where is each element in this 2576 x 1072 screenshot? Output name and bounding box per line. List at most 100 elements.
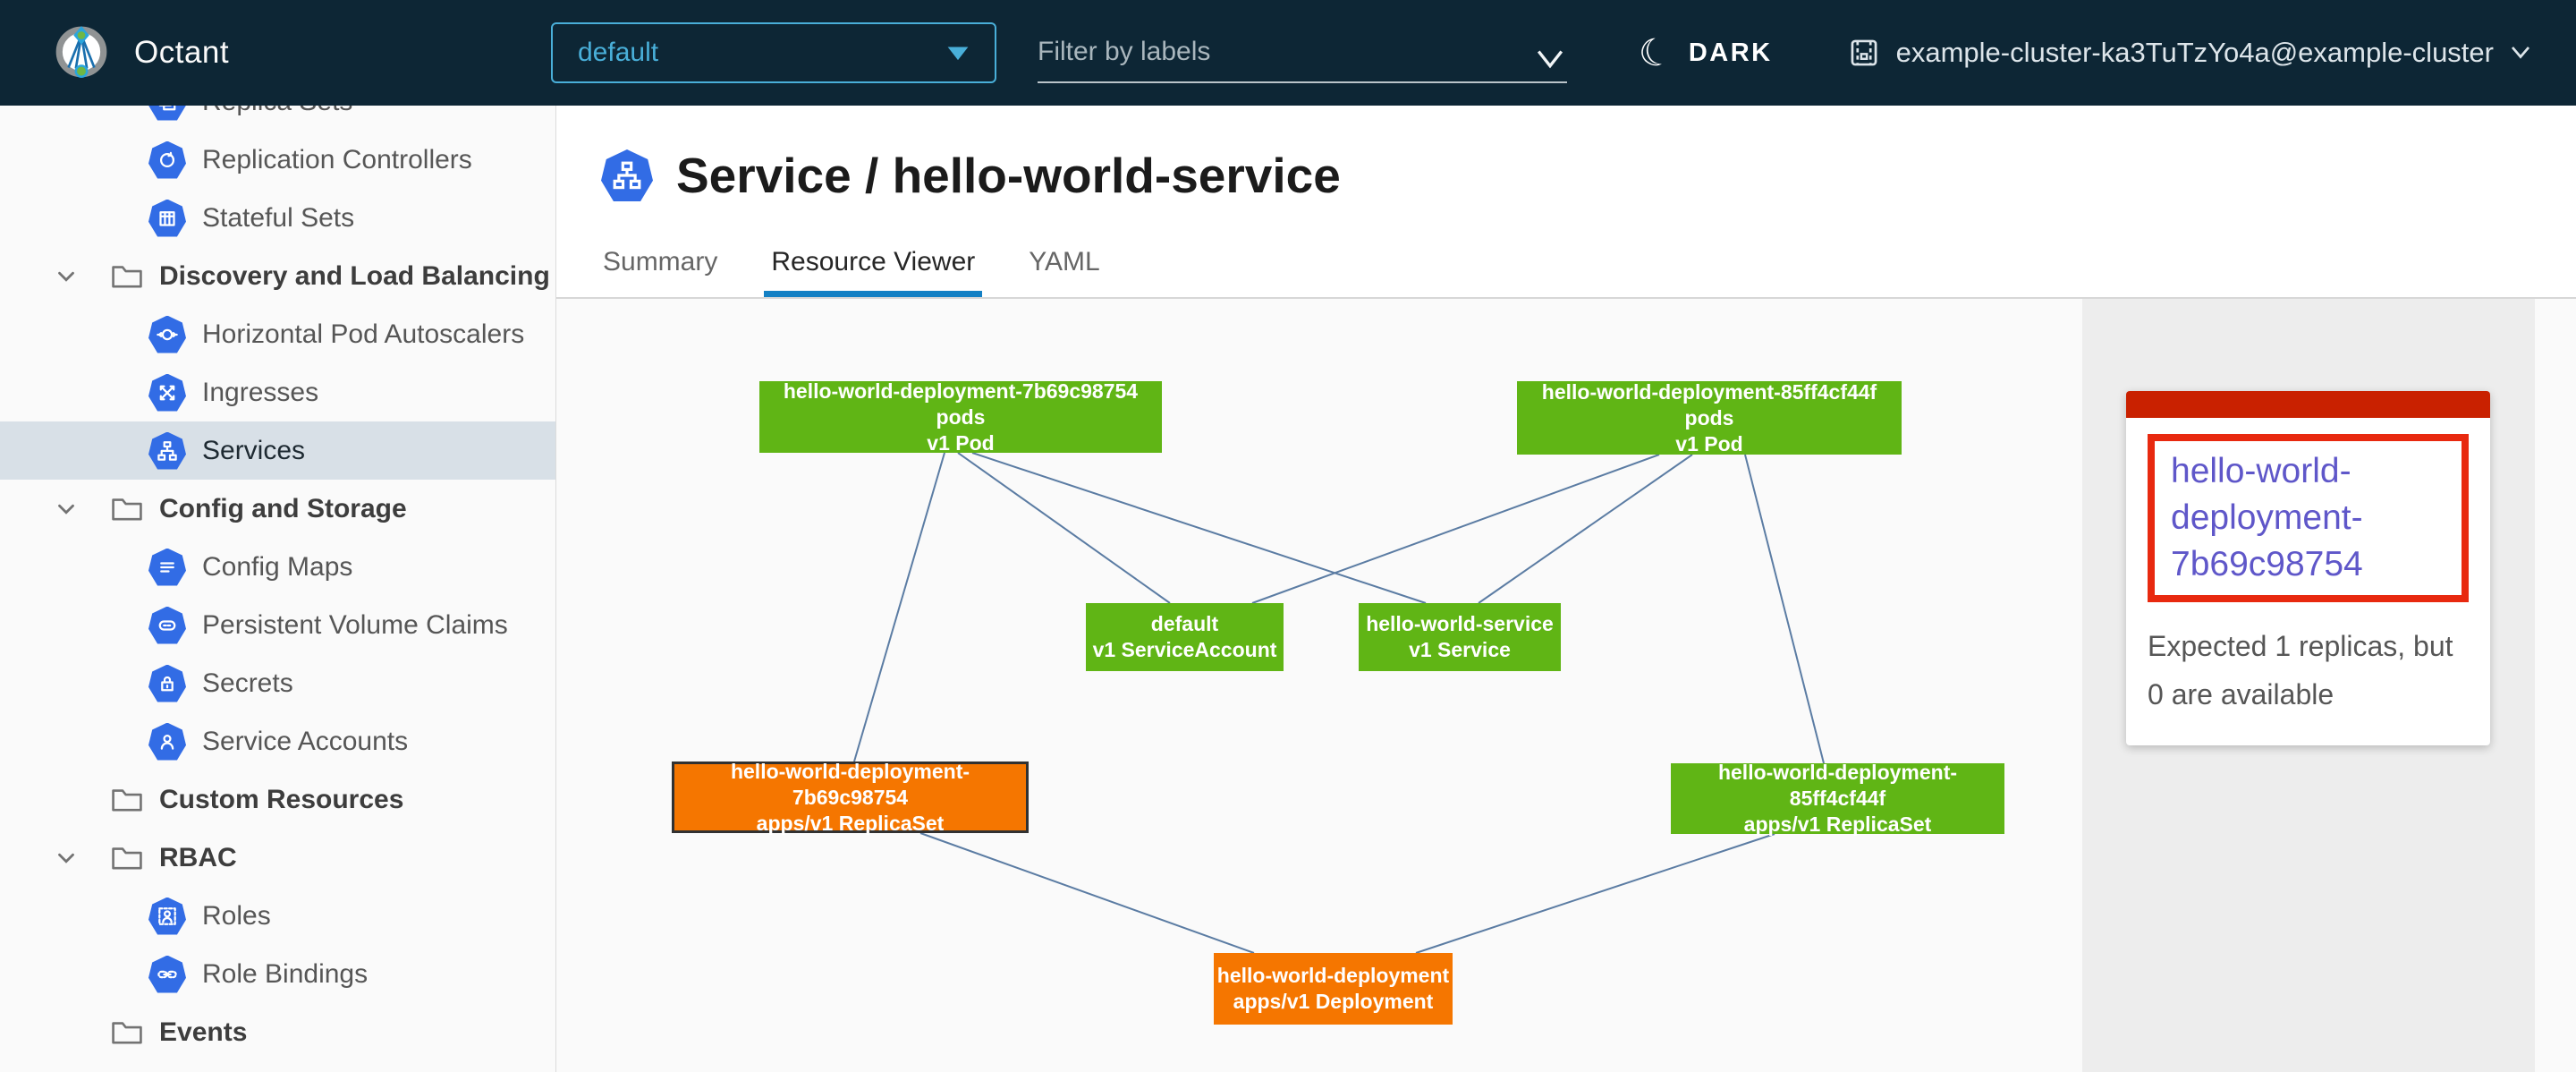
sidebar-item-services[interactable]: Services <box>0 421 555 480</box>
node-kind: v1 Pod <box>927 430 995 455</box>
sidebar-item-label: Replica Sets <box>202 106 352 117</box>
sidebar-item-label: Replication Controllers <box>202 144 472 174</box>
main-area: Service / hello-world-service Summary Res… <box>556 106 2576 1072</box>
card-selection-highlight: hello-world-deployment-7b69c98754 <box>2148 434 2469 602</box>
sidebar-item-discovery-and-load-balancing[interactable]: Discovery and Load Balancing <box>0 247 555 305</box>
namespace-value: default <box>578 38 659 67</box>
sidebar-item-label: Horizontal Pod Autoscalers <box>202 319 525 349</box>
services-icon <box>148 431 186 470</box>
graph-edge-6 <box>919 832 1255 954</box>
status-card-body: hello-world-deployment-7b69c98754 Expect… <box>2126 418 2490 745</box>
stateful-sets-icon <box>148 199 186 237</box>
chevron-down-icon[interactable] <box>1535 49 1565 69</box>
sidebar-item-service-accounts[interactable]: Service Accounts <box>0 712 555 770</box>
chevron-down-icon <box>2511 47 2530 59</box>
folder-icon <box>109 841 145 875</box>
sidebar-item-custom-resources[interactable]: Custom Resources <box>0 770 555 829</box>
sidebar-item-stateful-sets[interactable]: Stateful Sets <box>0 189 555 247</box>
sidebar-item-label: Service Accounts <box>202 726 409 756</box>
node-kind: apps/v1 Deployment <box>1233 990 1434 1013</box>
sidebar-item-replica-sets[interactable]: Replica Sets <box>0 106 555 131</box>
graph-edge-1 <box>957 452 1171 604</box>
chevron-down-icon[interactable] <box>48 496 84 523</box>
selection-panel: hello-world-deployment-7b69c98754 Expect… <box>2082 299 2535 1072</box>
sidebar-item-events[interactable]: Events <box>0 1003 555 1061</box>
sidebar-item-replication-controllers[interactable]: Replication Controllers <box>0 131 555 189</box>
node-kind: v1 Service <box>1409 638 1511 661</box>
node-name: default <box>1150 612 1219 635</box>
sidebar-item-label: RBAC <box>159 842 237 872</box>
title-row: Service / hello-world-service <box>601 147 1341 204</box>
selected-resource-link[interactable]: hello-world-deployment-7b69c98754 <box>2171 452 2363 583</box>
sidebar-item-role-bindings[interactable]: Role Bindings <box>0 945 555 1003</box>
folder-icon <box>109 783 145 817</box>
replica-sets-icon <box>148 106 186 121</box>
node-kind: v1 ServiceAccount <box>1092 638 1277 661</box>
tab-yaml[interactable]: YAML <box>1029 247 1100 277</box>
label-filter-input[interactable] <box>1038 37 1512 67</box>
config-maps-icon <box>148 548 186 586</box>
page-title: Service / hello-world-service <box>676 148 1341 203</box>
dark-mode-toggle[interactable]: ☾ DARK <box>1633 27 1773 78</box>
cluster-icon <box>1851 39 1877 66</box>
graph-edge-0 <box>853 452 945 762</box>
body-row: Replica SetsReplication ControllersState… <box>0 106 2576 1072</box>
sidebar-item-roles[interactable]: Roles <box>0 887 555 945</box>
sidebar-item-label: Role Bindings <box>202 958 369 989</box>
cluster-selector[interactable]: example-cluster-ka3TuTzYo4a@example-clus… <box>1848 37 2531 69</box>
replication-controllers-icon <box>148 140 186 179</box>
sidebar-item-label: Ingresses <box>202 377 319 407</box>
sidebar-item-persistent-volume-claims[interactable]: Persistent Volume Claims <box>0 596 555 654</box>
chevron-down-icon[interactable] <box>48 845 84 872</box>
graph-edge-5 <box>1744 454 1825 764</box>
sidebar-item-horizontal-pod-autoscalers[interactable]: Horizontal Pod Autoscalers <box>0 305 555 363</box>
graph-edge-7 <box>1415 833 1775 954</box>
octant-logo-icon <box>55 26 107 79</box>
tab-resource-viewer[interactable]: Resource Viewer <box>764 247 983 299</box>
node-name: hello-world-deployment-7b69c98754 <box>730 759 970 809</box>
status-card: hello-world-deployment-7b69c98754 Expect… <box>2126 391 2490 745</box>
sidebar-item-label: Discovery and Load Balancing <box>159 260 550 291</box>
sidebar-item-label: Stateful Sets <box>202 202 355 233</box>
sidebar-item-rbac[interactable]: RBAC <box>0 829 555 887</box>
sidebar-item-secrets[interactable]: Secrets <box>0 654 555 712</box>
sidebar-item-label: Persistent Volume Claims <box>202 609 508 640</box>
sidebar-item-label: Secrets <box>202 668 293 698</box>
app-title: Octant <box>134 35 230 70</box>
sidebar-item-ingresses[interactable]: Ingresses <box>0 363 555 421</box>
node-name: hello-world-deployment-7b69c98754 pods <box>783 379 1139 429</box>
caret-down-icon <box>947 47 969 61</box>
sidebar-item-label: Config and Storage <box>159 493 407 523</box>
cluster-name: example-cluster-ka3TuTzYo4a@example-clus… <box>1895 37 2494 68</box>
folder-icon <box>109 259 145 294</box>
graph-node-serviceaccount-default[interactable]: default v1 ServiceAccount <box>1086 603 1284 671</box>
sidebar-item-label: Custom Resources <box>159 784 404 814</box>
ingresses-icon <box>148 373 186 412</box>
right-gutter <box>2535 299 2576 1072</box>
pvc-icon <box>148 606 186 644</box>
graph-node-deployment-hello-world[interactable]: hello-world-deployment apps/v1 Deployment <box>1214 953 1453 1025</box>
chevron-down-icon[interactable] <box>48 263 84 290</box>
graph-edge-3 <box>1251 454 1660 604</box>
roles-icon <box>148 897 186 935</box>
node-kind: v1 Pod <box>1675 431 1743 455</box>
sidebar-list: Replica SetsReplication ControllersState… <box>0 106 555 1061</box>
secrets-icon <box>148 664 186 702</box>
node-name: hello-world-deployment-85ff4cf44f <box>1717 761 1958 810</box>
header-right: ☾ DARK example-cluster-ka3TuTzYo4a@examp… <box>1633 27 2576 78</box>
sidebar-item-config-maps[interactable]: Config Maps <box>0 538 555 596</box>
page-header: Service / hello-world-service Summary Res… <box>556 106 2576 299</box>
sidebar-item-label: Events <box>159 1017 248 1047</box>
node-name: hello-world-deployment <box>1216 964 1450 987</box>
namespace-select[interactable]: default <box>551 22 996 83</box>
app-header: Octant default ☾ DARK <box>0 0 2576 106</box>
tab-summary[interactable]: Summary <box>603 247 718 277</box>
brand[interactable]: Octant <box>0 23 551 82</box>
sidebar-item-config-and-storage[interactable]: Config and Storage <box>0 480 555 538</box>
